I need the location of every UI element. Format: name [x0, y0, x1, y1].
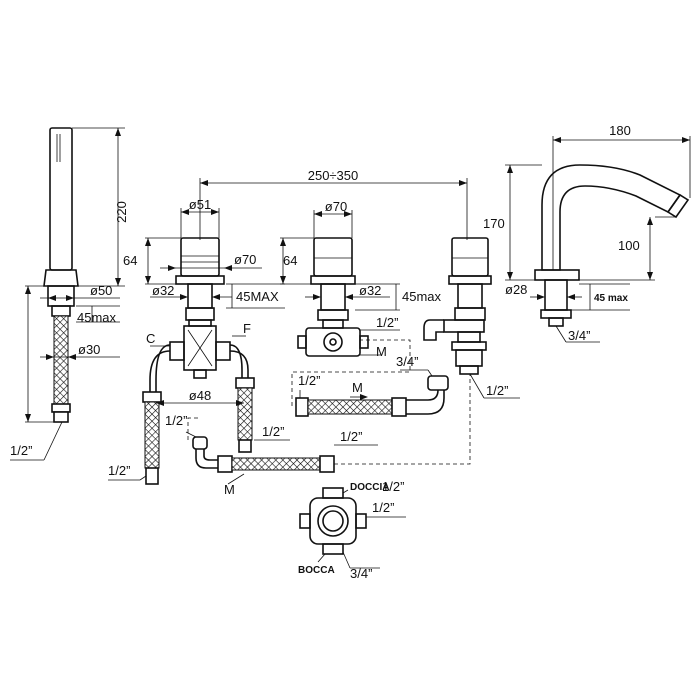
spout-180-label: 180: [609, 123, 631, 138]
body-half-label: 1/2”: [372, 500, 394, 515]
mixer-left-half1-label: 1/2”: [165, 413, 187, 428]
mixer-dia70-label: ø70: [234, 252, 256, 267]
hose-upper: [295, 375, 449, 417]
spout-100-label: 100: [618, 238, 640, 253]
hand-shower: [10, 127, 125, 461]
connection-paths: [187, 339, 471, 465]
mixer-valve: [108, 208, 290, 485]
diverter-64-label: 64: [283, 253, 297, 268]
mixer-45max-label: 45MAX: [236, 289, 279, 304]
spout-45max-label: 45 max: [594, 293, 628, 304]
diverter-dia32-label: ø32: [359, 283, 381, 298]
hose-half1-label: 1/2”: [298, 373, 320, 388]
center-distance-dimension: [199, 178, 468, 240]
spout-valve: [400, 237, 520, 399]
mixer-dia51-label: ø51: [189, 197, 211, 212]
mixer-64-label: 64: [123, 253, 137, 268]
handshower-45max-label: 45max: [77, 310, 117, 325]
diverter-half-label: 1/2”: [376, 315, 398, 330]
hose-m1-label: M: [352, 380, 363, 395]
hose-half2-label: 1/2”: [340, 429, 362, 444]
spout: [505, 136, 691, 343]
doccia-half-label: 1/2”: [382, 479, 404, 494]
diverter-valve: [280, 210, 400, 357]
hose-lower: [185, 431, 378, 485]
diverter-45max-label: 45max: [402, 289, 442, 304]
mixer-f-label: F: [243, 321, 251, 336]
valve-half-label: 1/2”: [486, 383, 508, 398]
bocca-34-label: 3/4”: [350, 566, 372, 581]
spout-34-label: 3/4”: [568, 328, 590, 343]
mixer-dia32-label: ø32: [152, 283, 174, 298]
spout-dia28-label: ø28: [505, 282, 527, 297]
bottom-valve-body: [299, 487, 406, 569]
handshower-dia30-label: ø30: [78, 342, 100, 357]
diverter-dia70-label: ø70: [325, 199, 347, 214]
bocca-label: BOCCA: [298, 565, 335, 576]
mixer-left-half3-label: 1/2”: [108, 463, 130, 478]
mixer-left-half2-label: 1/2”: [262, 424, 284, 439]
mixer-c-label: C: [146, 331, 155, 346]
doccia-label: DOCCIA: [350, 482, 389, 493]
handshower-height-label: 220: [114, 201, 129, 223]
hose-m2-label: M: [224, 482, 235, 497]
valve-34-label: 3/4”: [396, 354, 418, 369]
diverter-m-label: M: [376, 344, 387, 359]
mixer-dia48-label: ø48: [189, 388, 211, 403]
handshower-dia50-label: ø50: [90, 283, 112, 298]
spout-170-label: 170: [483, 216, 505, 231]
handshower-conn-label: 1/2”: [10, 443, 32, 458]
center-distance-label: 250÷350: [308, 168, 359, 183]
